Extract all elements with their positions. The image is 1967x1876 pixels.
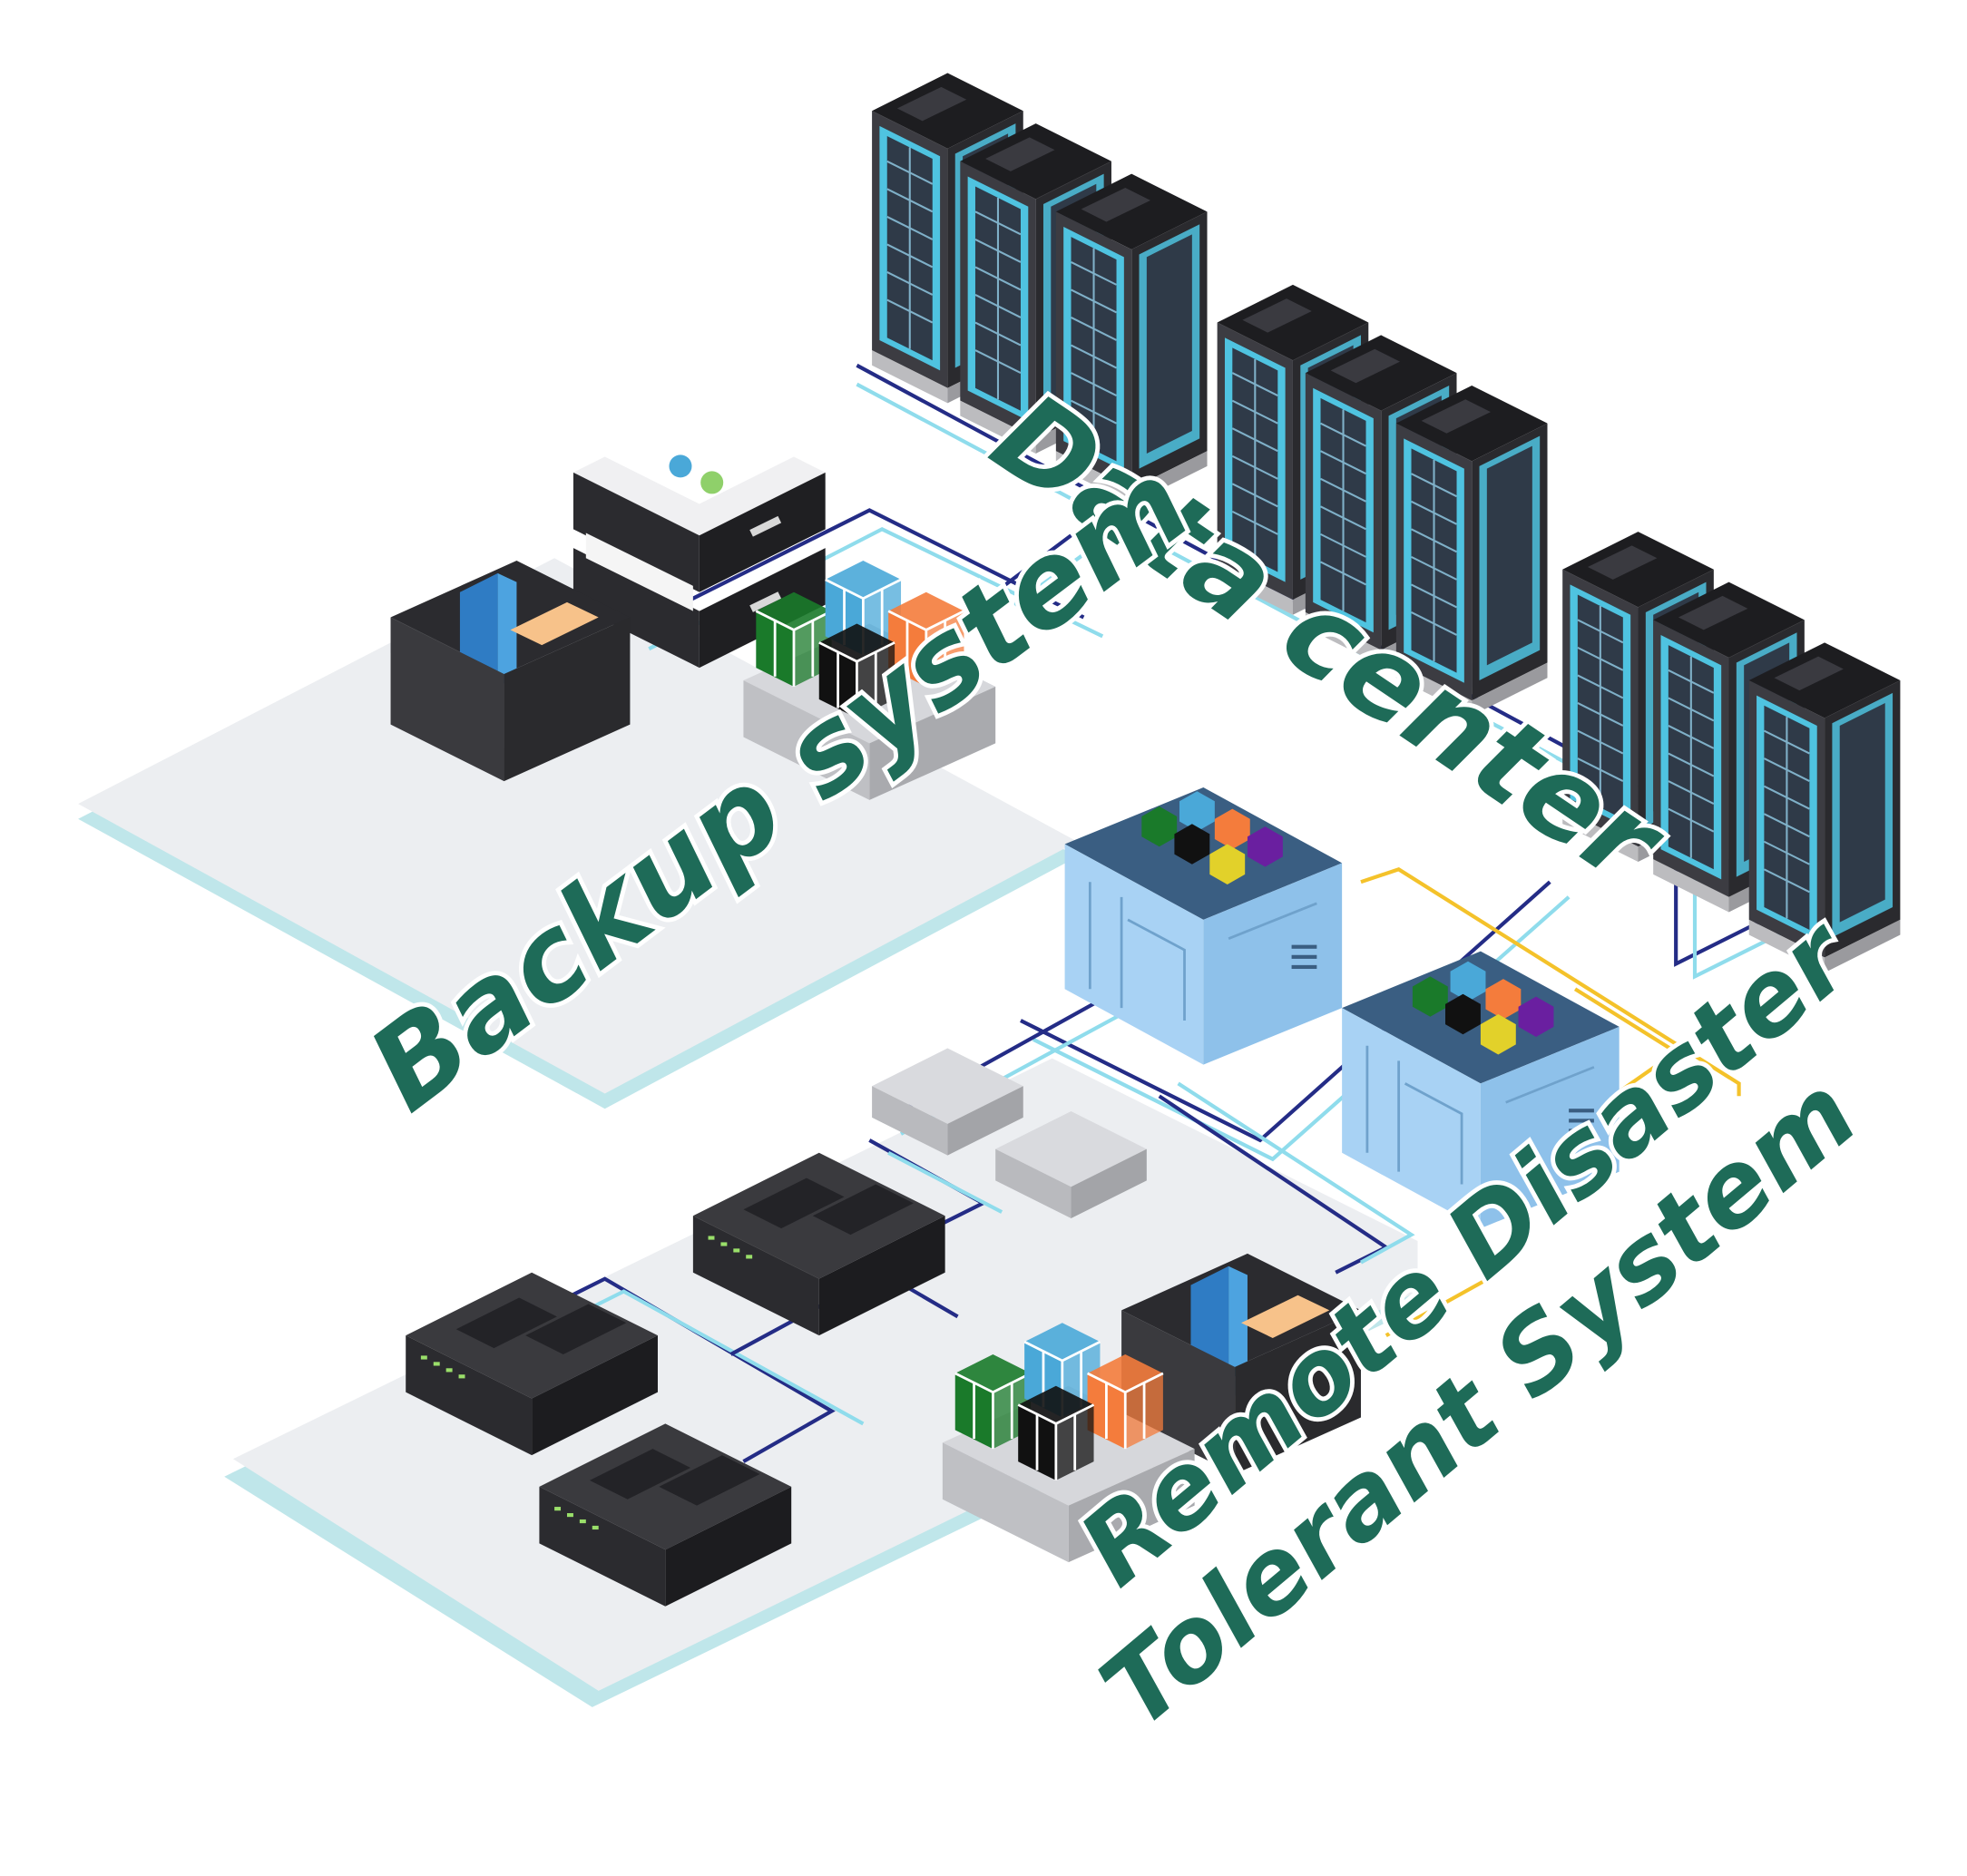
backup-floor <box>78 558 1078 1109</box>
remote-floor <box>224 1058 1418 1707</box>
